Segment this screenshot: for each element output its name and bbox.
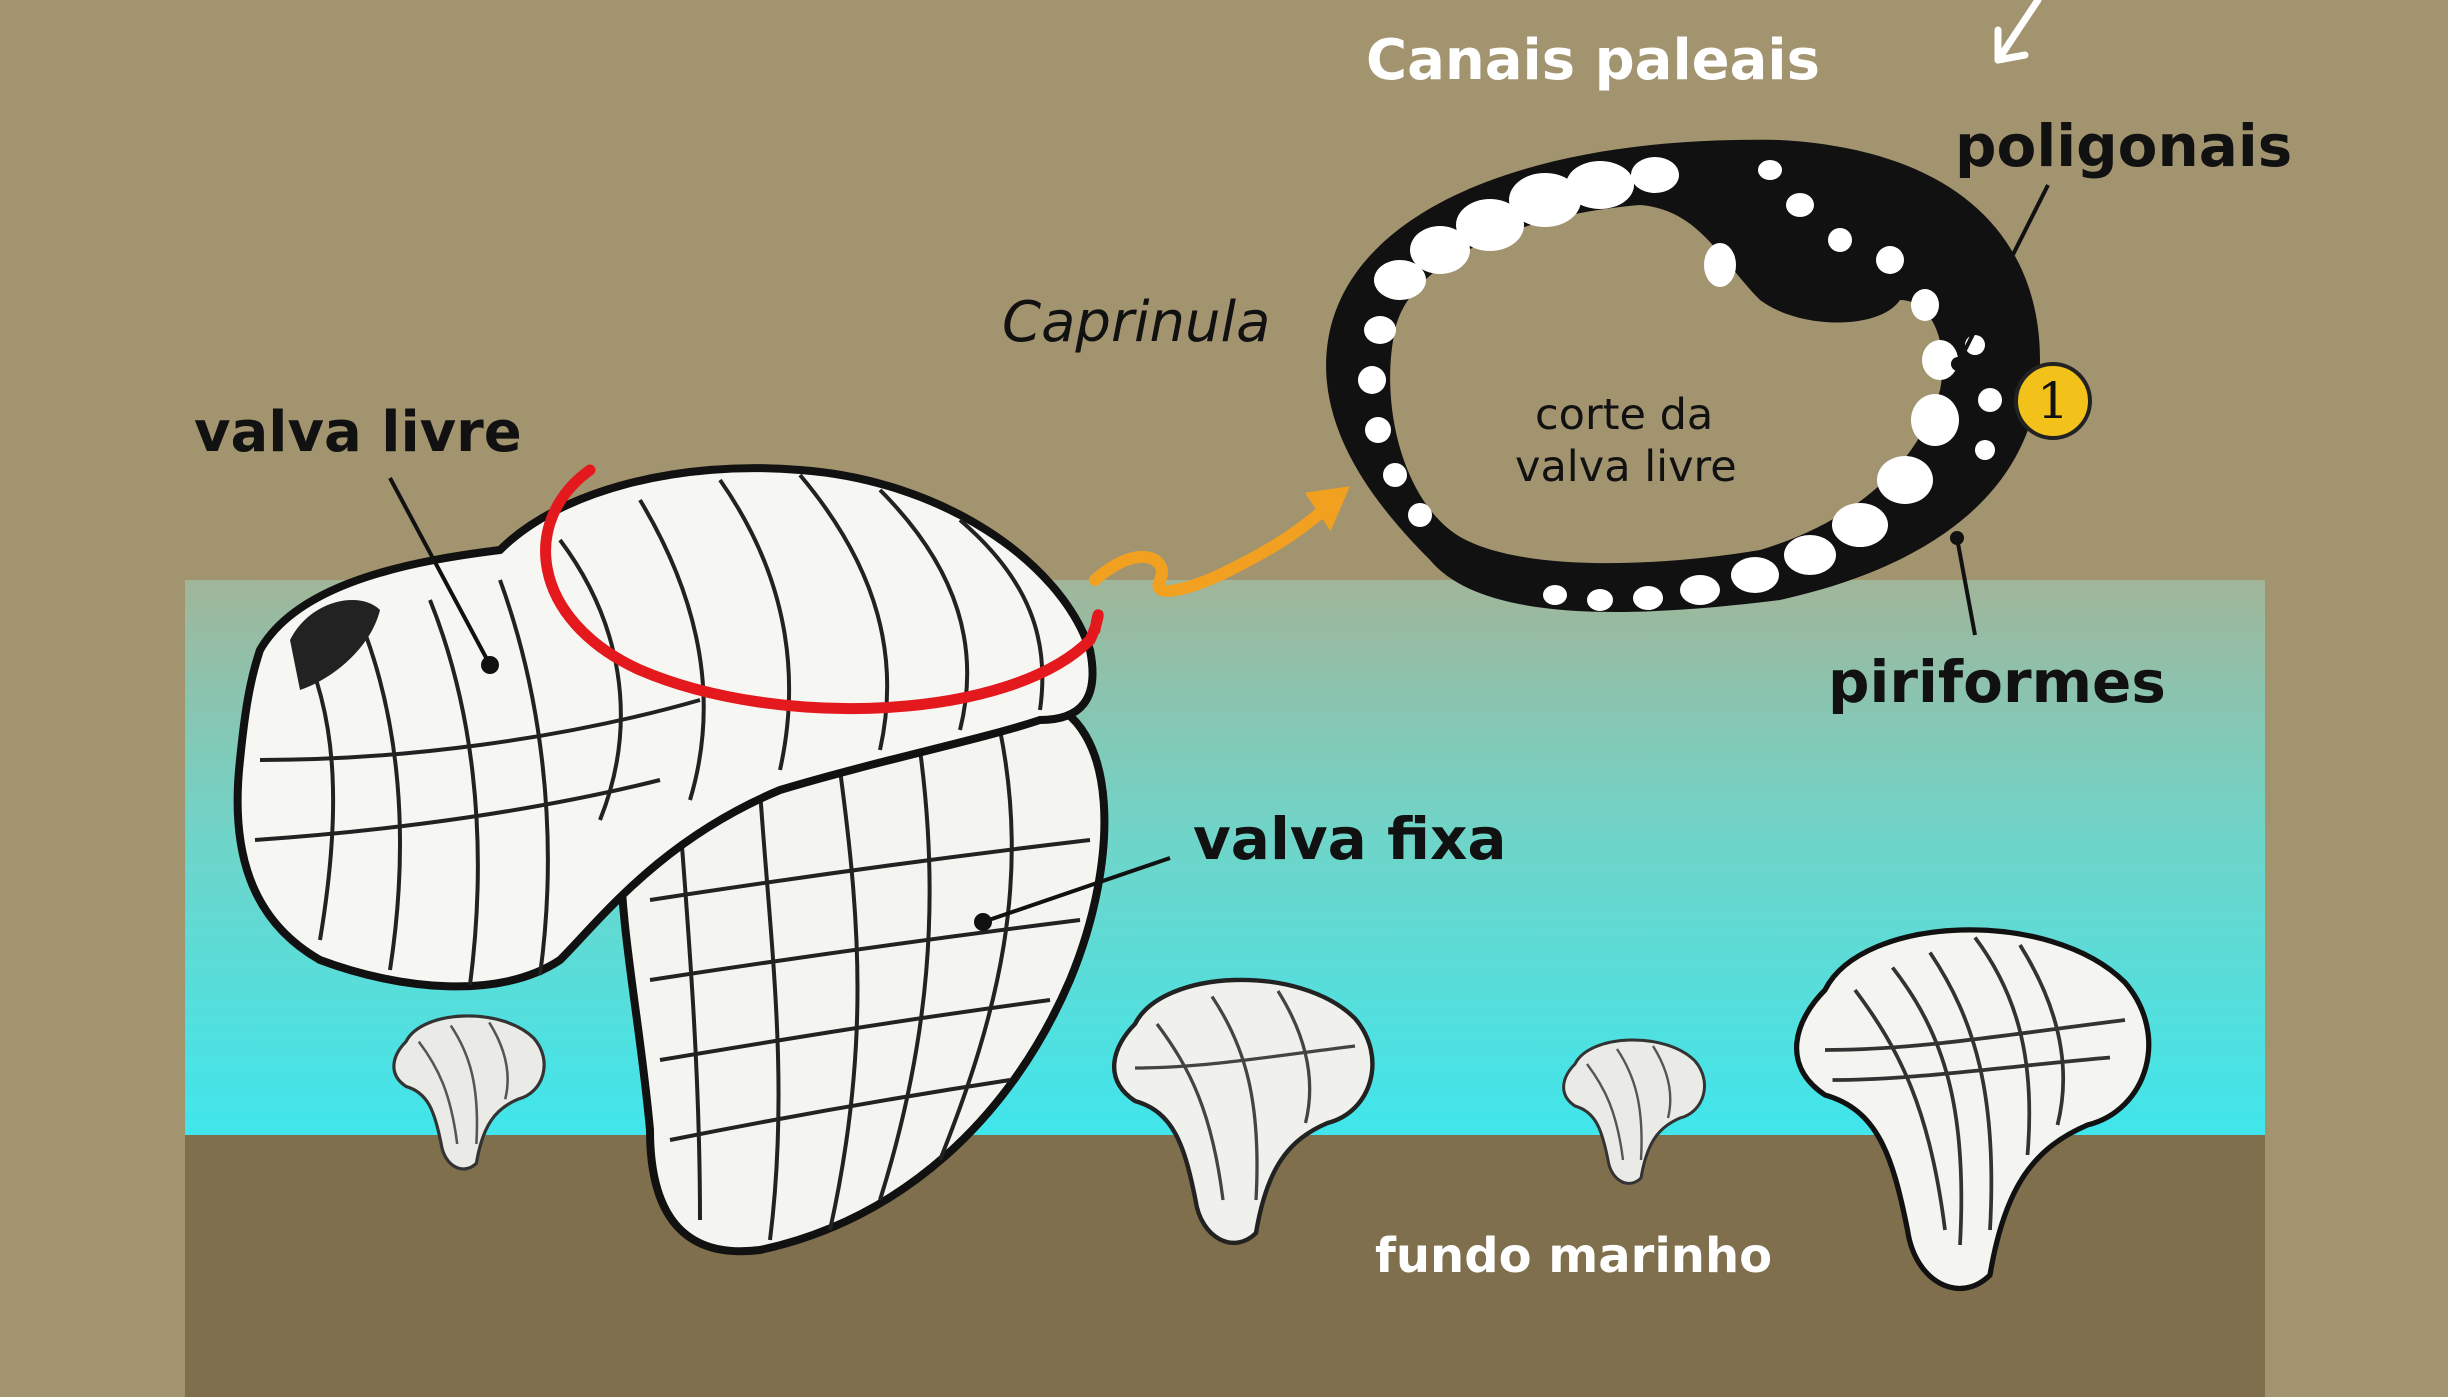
badge-number: 1	[2037, 372, 2069, 430]
label-valva-fixa: valva fixa	[1193, 805, 1507, 873]
label-poligonais: poligonais	[1955, 112, 2292, 180]
label-piriformes: piriformes	[1828, 648, 2166, 716]
label-caprinula: Caprinula	[1002, 290, 1270, 355]
label-canais-paleais: Canais paleais	[1366, 28, 1820, 93]
number-one-badge: 1	[2014, 362, 2092, 440]
label-fundo-marinho: fundo marinho	[1375, 1228, 1772, 1284]
label-valva-livre: valva livre	[194, 400, 522, 465]
label-corte: corte da	[1535, 390, 1713, 440]
label-valva-livre-section: valva livre	[1515, 442, 1737, 492]
